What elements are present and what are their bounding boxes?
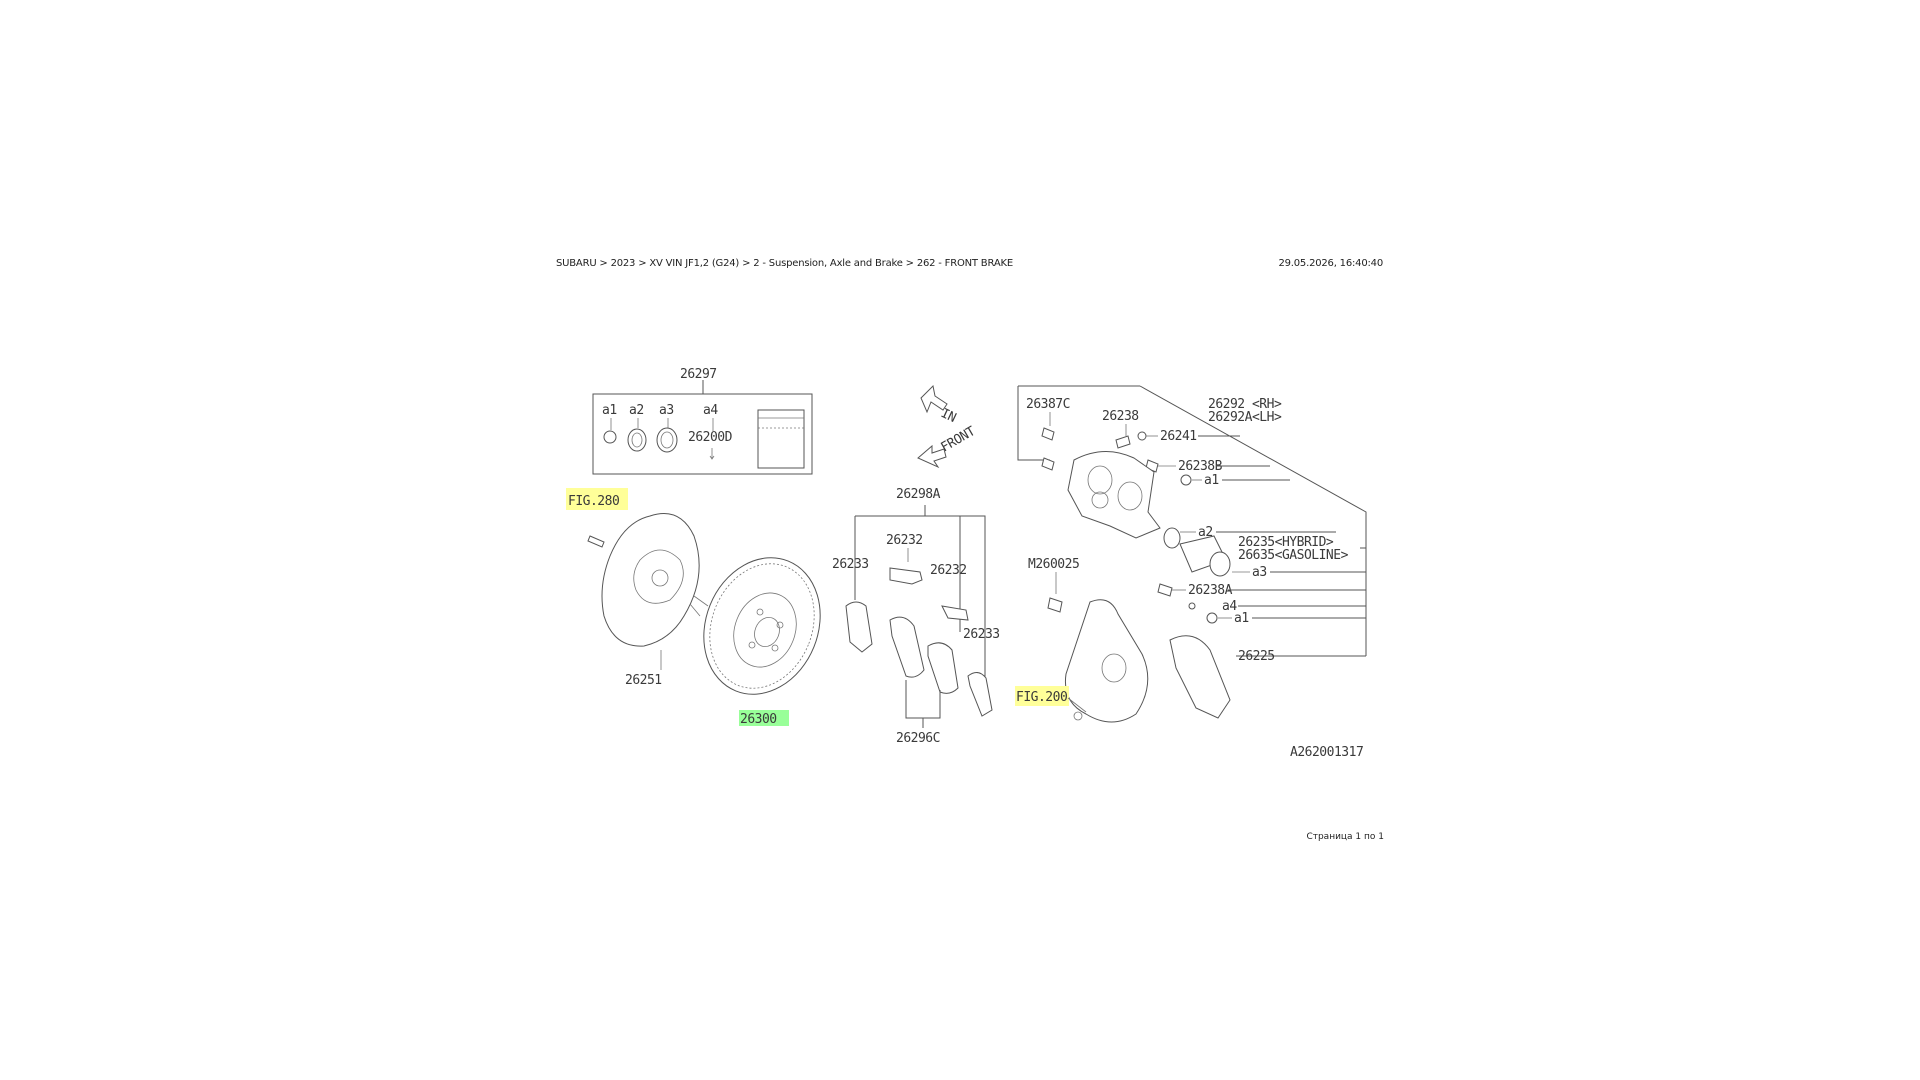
label-pad-kit[interactable]: 26298A [896,487,941,502]
label-pad-set[interactable]: 26296C [896,731,940,746]
label-seal-kit[interactable]: 26297 [680,367,717,382]
fig-ref-highlight-left [566,488,628,510]
breadcrumb: SUBARU > 2023 > XV VIN JF1,2 (G24) > 2 -… [556,258,1013,269]
caliper-pin-lower [1157,583,1173,597]
fig-ref-right[interactable]: FIG.200 [1016,690,1068,705]
label-caliper-lh[interactable]: 26292A<LH> [1208,410,1282,425]
label-pin-boot[interactable]: 26238B [1178,459,1223,474]
piston-boot [1209,551,1231,577]
brake-pad-outer [927,642,959,694]
label-kit-a2[interactable]: a2 [629,403,644,418]
caliper-group: 26387C 26238 26292 <RH> 26292A<LH> 26241… [1015,385,1367,723]
brake-rotor [703,557,821,695]
label-backing-plate[interactable]: 26251 [625,673,662,688]
arrow-front-icon [917,444,947,469]
label-pad-clip-right[interactable]: 26232 [930,563,967,578]
piston-seal [1163,527,1181,549]
label-pin[interactable]: 26238 [1102,409,1139,424]
backing-plate-group: FIG.280 26251 [566,488,709,688]
label-piston-gas[interactable]: 26635<GASOLINE> [1238,548,1349,563]
caliper-pin [1115,435,1131,449]
bleeder-screw [1137,431,1147,441]
label-pad-shim-left[interactable]: 26233 [832,557,869,572]
pad-clip-right [941,605,969,621]
label-pin-lower[interactable]: 26238A [1188,583,1233,598]
label-bolt-top[interactable]: 26387C [1026,397,1070,412]
caliper-ring-a4 [1188,602,1196,610]
label-piston-hybrid[interactable]: 26235<HYBRID> [1238,535,1334,550]
label-seal-a2[interactable]: a2 [1198,525,1213,540]
label-ring-a4[interactable]: a4 [1222,599,1238,614]
caliper-ring-top [1180,474,1192,486]
kit-instruction-sheet [757,409,805,469]
label-front: FRONT [939,424,979,456]
print-timestamp: 29.05.2026, 16:40:40 [1278,258,1383,269]
label-bracket[interactable]: 26225 [1238,649,1275,664]
pad-clip-top [889,567,923,585]
kit-seal-a3 [656,427,678,453]
caliper-bolt-top [1041,427,1055,441]
kit-seal-a2 [627,428,647,452]
kit-ring-a1 [603,430,617,444]
caliper-bolt-second [1041,457,1055,471]
pad-shim-right [967,672,993,717]
pad-shim-left [845,601,873,653]
direction-arrows: IN FRONT [917,384,979,469]
fig-ref-highlight-right [1015,686,1069,706]
label-pad-clip-top[interactable]: 26232 [886,533,923,548]
caliper-bracket [1169,635,1231,719]
caliper-bolt-lower [1047,597,1063,613]
label-caliper-rh[interactable]: 26292 <RH> [1208,397,1282,412]
label-piston-a3[interactable]: a3 [1252,565,1267,580]
brake-pad-group: 26298A 26232 26233 26232 26233 26296C [832,487,1000,746]
label-kit-a1[interactable]: a1 [602,403,617,418]
backing-plate [601,513,700,647]
label-ring-a1-top[interactable]: a1 [1204,473,1219,488]
seal-kit-group: 26297 a1 a2 a3 a4 26200D [592,367,813,475]
label-in: IN [938,406,958,426]
kit-grease-tube-icon [709,448,715,460]
label-pad-shim-right[interactable]: 26233 [963,627,1000,642]
label-bleeder[interactable]: 26241 [1160,429,1197,444]
caliper-body [1067,450,1161,539]
label-kit-grease[interactable]: 26200D [688,430,733,445]
label-kit-a4[interactable]: a4 [703,403,719,418]
fig-ref-left[interactable]: FIG.280 [568,494,620,509]
brake-rotor-group: 26300 [703,557,821,727]
selected-part-highlight [739,710,789,726]
backing-plate-bolt [587,535,605,548]
caliper-ring-bottom [1206,612,1218,624]
label-bolt-lower[interactable]: M260025 [1028,557,1080,572]
steering-knuckle [1064,599,1149,723]
label-kit-a3[interactable]: a3 [659,403,674,418]
arrow-in-icon [920,384,948,414]
label-ring-a1-bottom[interactable]: a1 [1234,611,1249,626]
page-counter: Страница 1 по 1 [1306,832,1384,842]
brake-pad-inner [889,616,925,678]
diagram-id: A262001317 [1290,745,1363,760]
label-rotor[interactable]: 26300 [740,712,777,727]
